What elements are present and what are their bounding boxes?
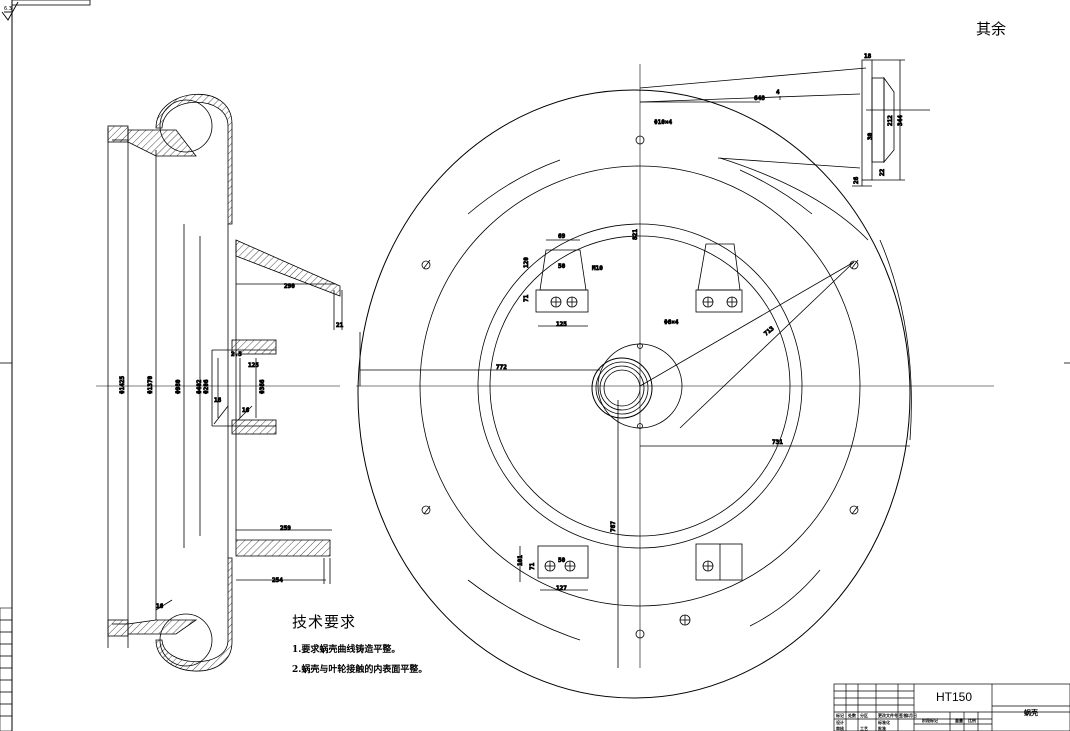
dim-713: 713 <box>763 325 776 338</box>
tb-label-11: 审核 <box>836 725 844 731</box>
technical-requirements-title: 技术要求 <box>292 613 357 631</box>
dim-18: 18 <box>864 53 872 60</box>
dim-d-hub-bore: Φ206 <box>203 379 210 394</box>
tb-label-12: 工艺 <box>860 725 868 731</box>
dim-254: 254 <box>272 577 283 584</box>
dim-50: 50 <box>558 263 566 270</box>
part-name-label: 蜗壳 <box>1024 709 1038 717</box>
dim-s16b: 16 <box>242 407 250 414</box>
section-view <box>96 93 343 672</box>
dim-127: 127 <box>556 585 567 592</box>
dim-344: 344 <box>897 115 904 126</box>
dim-26: 26 <box>853 176 860 184</box>
tb-label-13: 批准 <box>878 725 886 731</box>
dim-125: 125 <box>556 321 567 328</box>
tb-label-6: 设计 <box>836 719 844 725</box>
dim-hub-125: 125 <box>248 362 259 369</box>
dim-767: 767 <box>610 521 617 532</box>
dim-m10: M10 <box>592 265 603 272</box>
roughness-value: 6.3 <box>4 6 12 12</box>
tb-label-3: 更改文件号 <box>878 712 898 718</box>
roughness-symbol-icon: 6.3 <box>1 1 19 21</box>
dim-flange-21: 21 <box>336 322 344 329</box>
tb-label-10: 比例 <box>968 717 976 723</box>
dim-648: 648 <box>754 95 765 102</box>
dim-d-mid: Φ980 <box>175 379 182 394</box>
title-block <box>833 683 1070 731</box>
dim-d-hub-outer: Φ402 <box>196 379 203 394</box>
dim-hub-r: 2.5 <box>231 351 242 358</box>
front-dimension-labels: 69 50 125 120 71 M10 Φ10×4 Φ6×4 772 731 … <box>496 53 905 593</box>
technical-note-2: 2.蜗壳与叶轮接触的内表面平整。 <box>292 665 428 675</box>
dim-22: 22 <box>879 168 886 176</box>
dim-s16a: 16 <box>214 397 222 404</box>
dim-71b: 71 <box>529 562 536 570</box>
dim-4: 4 <box>776 89 780 96</box>
dim-772: 772 <box>496 364 507 371</box>
surface-roughness-label: 其余 <box>976 20 1007 38</box>
dim-d-outer: Φ1425 <box>119 376 126 394</box>
tb-label-2: 分区 <box>860 712 868 718</box>
dim-30: 30 <box>867 132 874 140</box>
front-view <box>356 59 994 699</box>
tb-label-7: 标准化 <box>877 719 890 725</box>
tb-label-4: 签名 <box>898 712 907 718</box>
technical-note-1: 1.要求蜗壳曲线铸造平整。 <box>292 645 401 655</box>
section-dimension-labels: Φ1425 Φ1370 Φ980 Φ402 Φ206 Φ366 290 21 1… <box>119 283 344 611</box>
dim-flange-290: 290 <box>284 283 295 290</box>
title-block-labels: 标记 处数 分区 更改文件号 签名 年月日 设计 标准化 阶段标记 重量 比例 … <box>835 712 976 731</box>
dim-212: 212 <box>887 115 894 126</box>
material-label: HT150 <box>936 690 973 704</box>
dim-120: 120 <box>523 257 530 268</box>
dim-hole-top: Φ10×4 <box>654 119 672 126</box>
dim-731: 731 <box>772 439 783 446</box>
dim-d-1370: Φ1370 <box>147 376 154 394</box>
tb-label-5: 年月日 <box>905 712 917 718</box>
dim-hole-mid: Φ6×4 <box>664 319 679 326</box>
dim-259: 259 <box>280 525 291 532</box>
tb-label-8: 阶段标记 <box>922 717 938 723</box>
dim-d-hub-in: Φ366 <box>259 379 266 394</box>
tb-label-0: 标记 <box>835 712 844 718</box>
dim-s16c: 16 <box>156 603 164 610</box>
dim-101: 101 <box>517 555 524 566</box>
tb-label-1: 处数 <box>847 712 856 718</box>
dim-69: 69 <box>558 233 566 240</box>
dim-71: 71 <box>523 294 530 302</box>
dim-50b: 50 <box>558 557 566 564</box>
tb-label-9: 重量 <box>955 717 963 723</box>
dim-821: 821 <box>632 229 639 240</box>
